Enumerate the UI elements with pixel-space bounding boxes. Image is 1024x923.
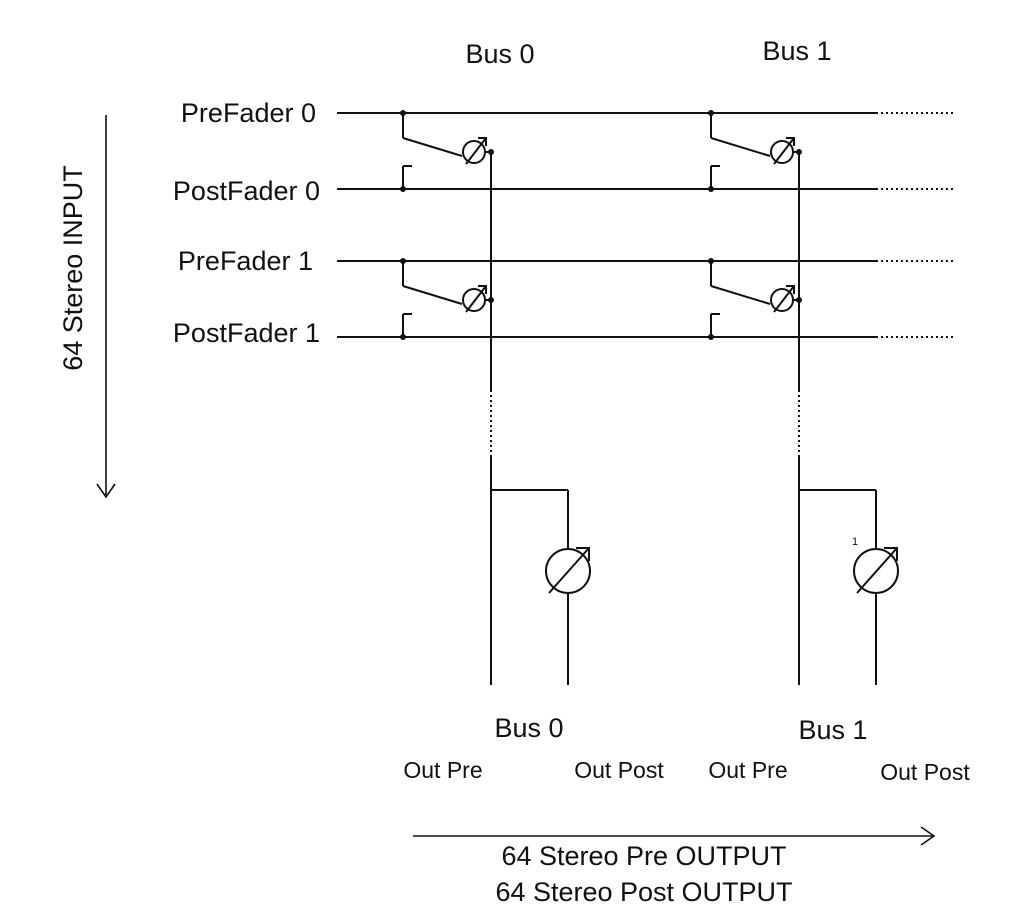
bus-header-1: Bus 1 [762, 36, 831, 66]
variable-gain-meter-icon [545, 547, 591, 594]
input-line-label-postfader-1: PostFader 1 [173, 318, 320, 348]
variable-gain-meter-icon [853, 547, 899, 594]
horizontal-input-lines [337, 112, 955, 338]
crosspoint-bus-0-row-0 [400, 110, 494, 192]
bus-1-post-branch [799, 489, 899, 685]
input-axis-label: 64 Stereo INPUT [58, 165, 88, 371]
input-axis-arrow-icon [96, 115, 116, 499]
input-line-label-postfader-0: PostFader 0 [173, 176, 320, 206]
variable-gain-crosspoint-icon [462, 137, 487, 165]
bus-0-out-pre-label: Out Pre [403, 757, 482, 783]
bus-1-out-pre-label: Out Pre [708, 757, 787, 783]
input-line-label-prefader-0: PreFader 0 [181, 98, 316, 128]
crosspoint-bus-0-row-1 [400, 258, 494, 340]
bus-output-name-1: Bus 1 [798, 715, 867, 745]
variable-gain-crosspoint-icon [462, 285, 487, 313]
bus-0-out-post-label: Out Post [574, 757, 664, 783]
bus-header-0: Bus 0 [465, 39, 534, 69]
variable-gain-crosspoint-icon [770, 285, 795, 313]
bus-0-post-branch [491, 489, 591, 685]
bus-output-name-0: Bus 0 [494, 713, 563, 743]
meter-annotation: 1 [852, 536, 858, 548]
bus-1-out-post-label: Out Post [880, 759, 970, 785]
output-axis-label-post: 64 Stereo Post OUTPUT [495, 877, 792, 907]
crosspoint-bus-1-row-1 [708, 258, 802, 340]
input-line-label-prefader-1: PreFader 1 [178, 246, 313, 276]
output-axis-arrow-icon [413, 826, 936, 846]
output-axis-label-pre: 64 Stereo Pre OUTPUT [501, 841, 786, 871]
crosspoint-bus-1-row-0 [708, 110, 802, 192]
variable-gain-crosspoint-icon [770, 137, 795, 165]
